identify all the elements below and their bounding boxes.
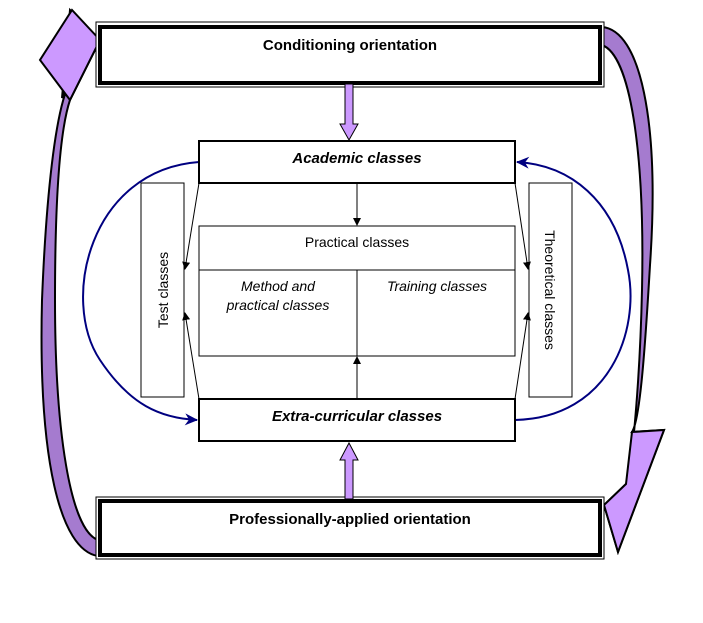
academic-classes-box: Academic classes: [198, 140, 516, 184]
professionally-applied-orientation-box: Professionally-applied orientation: [95, 496, 605, 560]
academic-classes-label: Academic classes: [291, 150, 421, 167]
theoretical-classes-box: Theoretical classes: [528, 182, 573, 398]
up-arrow-purple: [339, 441, 359, 500]
professionally-applied-orientation-label: Professionally-applied orientation: [229, 511, 471, 528]
cycle-arc-left: [82, 161, 200, 426]
arrowhead-left: [38, 8, 102, 102]
method-practical-label-line2: practical classes: [226, 297, 330, 313]
theoretical-classes-label: Theoretical classes: [542, 230, 558, 350]
training-classes-label: Training classes: [387, 278, 487, 294]
arrow-academic-to-test: [182, 182, 200, 270]
test-classes-label: Test classes: [155, 252, 171, 328]
arrow-extracurricular-to-theoretical: [514, 312, 531, 400]
arrow-academic-to-theoretical: [514, 182, 531, 270]
curved-arrow-right: [601, 25, 666, 556]
arrow-extracurricular-to-test: [182, 312, 200, 400]
conditioning-orientation-label: Conditioning orientation: [263, 37, 437, 54]
extracurricular-classes-box: Extra-curricular classes: [198, 398, 516, 442]
practical-classes-box: Practical classes Method and practical c…: [198, 225, 516, 357]
arrowhead-right: [602, 428, 666, 556]
method-practical-label-line1: Method and: [241, 278, 316, 294]
down-arrow-purple: [339, 83, 359, 142]
curved-arrow-left: [38, 7, 102, 558]
cycle-arc-right: [514, 156, 632, 421]
test-classes-box: Test classes: [140, 182, 185, 398]
practical-classes-label: Practical classes: [305, 234, 409, 250]
conditioning-orientation-box: Conditioning orientation: [95, 21, 605, 88]
extracurricular-classes-label: Extra-curricular classes: [272, 408, 442, 425]
